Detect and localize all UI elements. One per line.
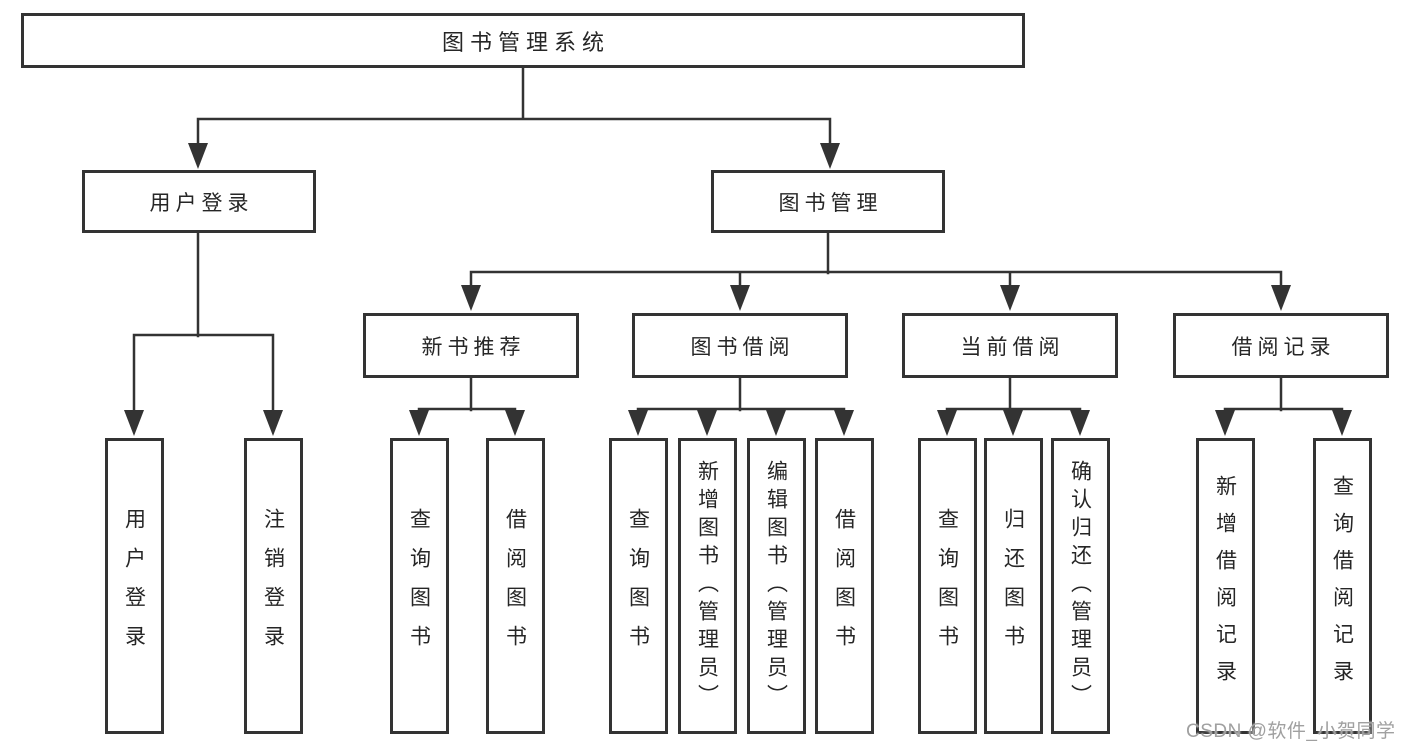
leaf-borrow-add-books-admin: 新增图书（管理员） bbox=[677, 438, 737, 734]
arrowhead-icon bbox=[505, 410, 525, 436]
arrowhead-icon bbox=[409, 410, 429, 436]
leaf-rec-borrow-books: 借阅图书 bbox=[485, 438, 545, 734]
leaf-logout: 注销登录 bbox=[243, 438, 303, 734]
arrowhead-icon bbox=[766, 410, 786, 436]
arrowhead-icon bbox=[188, 143, 208, 169]
leaf-borrow-edit-books-admin-label: 编辑图书（管理员） bbox=[764, 460, 788, 712]
arrowhead-icons bbox=[124, 143, 1352, 436]
leaf-records-query-record: 查询借阅记录 bbox=[1312, 438, 1372, 734]
arrowhead-icon bbox=[461, 285, 481, 311]
node-new-book-recommend: 新书推荐 bbox=[363, 313, 579, 378]
arrowhead-icon bbox=[628, 410, 648, 436]
leaf-borrow-query-books-label: 查询图书 bbox=[626, 508, 650, 664]
leaf-logout-label: 注销登录 bbox=[261, 508, 285, 664]
node-book-borrow: 图书借阅 bbox=[632, 313, 848, 378]
node-library-system: 图书管理系统 bbox=[21, 13, 1025, 68]
leaf-rec-borrow-books-label: 借阅图书 bbox=[503, 508, 527, 664]
leaf-current-confirm-return-admin-label: 确认归还（管理员） bbox=[1068, 460, 1092, 712]
leaf-user-login-label: 用户登录 bbox=[122, 508, 146, 664]
arrowhead-icon bbox=[1070, 410, 1090, 436]
leaf-borrow-query-books: 查询图书 bbox=[608, 438, 668, 734]
leaf-current-return-books: 归还图书 bbox=[983, 438, 1043, 734]
arrowhead-icon bbox=[1215, 410, 1235, 436]
arrowhead-icon bbox=[730, 285, 750, 311]
leaf-records-query-record-label: 查询借阅记录 bbox=[1330, 475, 1354, 697]
node-user-login-label: 用户登录 bbox=[149, 191, 254, 215]
leaf-rec-query-books-label: 查询图书 bbox=[407, 508, 431, 664]
arrowhead-icon bbox=[1332, 410, 1352, 436]
leaf-borrow-edit-books-admin: 编辑图书（管理员） bbox=[746, 438, 806, 734]
arrowhead-icon bbox=[820, 143, 840, 169]
node-current-borrow: 当前借阅 bbox=[902, 313, 1118, 378]
leaf-borrow-borrow-books: 借阅图书 bbox=[814, 438, 874, 734]
node-book-management: 图书管理 bbox=[711, 170, 945, 233]
watermark: CSDN @软件_小贺同学 bbox=[1186, 721, 1396, 742]
leaf-borrow-borrow-books-label: 借阅图书 bbox=[832, 508, 856, 664]
arrowhead-icon bbox=[124, 410, 144, 436]
arrowhead-icon bbox=[937, 410, 957, 436]
leaf-current-confirm-return-admin: 确认归还（管理员） bbox=[1050, 438, 1110, 734]
arrowhead-icon bbox=[263, 410, 283, 436]
arrowhead-icon bbox=[1000, 285, 1020, 311]
node-user-login: 用户登录 bbox=[82, 170, 316, 233]
arrowhead-icon bbox=[697, 410, 717, 436]
arrowhead-icon bbox=[834, 410, 854, 436]
leaf-rec-query-books: 查询图书 bbox=[389, 438, 449, 734]
node-book-borrow-label: 图书借阅 bbox=[690, 335, 795, 359]
leaf-current-query-books: 查询图书 bbox=[917, 438, 977, 734]
leaf-current-query-books-label: 查询图书 bbox=[935, 508, 959, 664]
connector-path bbox=[132, 66, 1344, 414]
leaf-records-add-record: 新增借阅记录 bbox=[1195, 438, 1255, 734]
node-new-book-recommend-label: 新书推荐 bbox=[421, 335, 526, 359]
node-current-borrow-label: 当前借阅 bbox=[960, 335, 1065, 359]
node-borrow-records-label: 借阅记录 bbox=[1231, 335, 1336, 359]
arrowhead-icon bbox=[1271, 285, 1291, 311]
node-borrow-records: 借阅记录 bbox=[1173, 313, 1389, 378]
leaf-user-login: 用户登录 bbox=[104, 438, 164, 734]
leaf-records-add-record-label: 新增借阅记录 bbox=[1213, 475, 1237, 697]
leaf-current-return-books-label: 归还图书 bbox=[1001, 508, 1025, 664]
arrowhead-icon bbox=[1003, 410, 1023, 436]
node-library-system-label: 图书管理系统 bbox=[441, 29, 610, 55]
node-book-management-label: 图书管理 bbox=[778, 191, 883, 215]
leaf-borrow-add-books-admin-label: 新增图书（管理员） bbox=[695, 460, 719, 712]
